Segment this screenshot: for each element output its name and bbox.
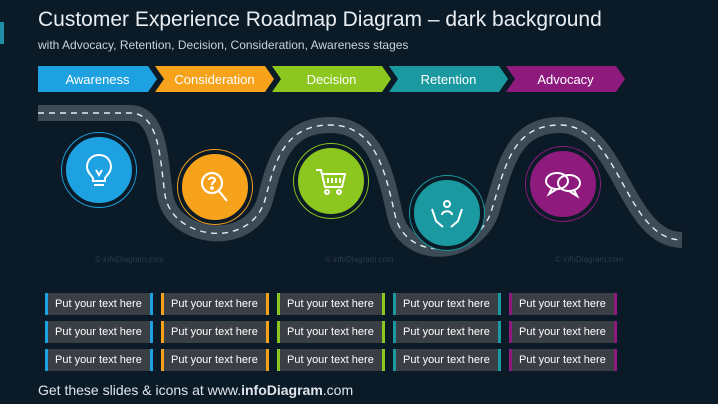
page-title: Customer Experience Roadmap Diagram – da… (38, 8, 602, 31)
cell-accent (382, 321, 385, 343)
cell-accent (509, 321, 512, 343)
text-cell[interactable]: Put your text here (45, 321, 153, 343)
cell-text: Put your text here (171, 354, 258, 366)
cell-text: Put your text here (171, 298, 258, 310)
cell-accent (266, 293, 269, 315)
advocacy-circle (526, 147, 600, 221)
text-cell[interactable]: Put your text here (277, 321, 385, 343)
cell-accent (509, 349, 512, 371)
cell-accent (382, 349, 385, 371)
title-accent-bar (0, 22, 4, 44)
text-cell[interactable]: Put your text here (509, 321, 617, 343)
cell-accent (393, 293, 396, 315)
magnifier-question-icon (195, 167, 235, 207)
text-cell[interactable]: Put your text here (161, 293, 269, 315)
cell-accent (498, 321, 501, 343)
stage-label: Awareness (65, 71, 130, 87)
watermark: © infoDiagram.com (95, 255, 164, 264)
footer: Get these slides & icons at www.infoDiag… (38, 382, 353, 398)
decision-circle (294, 144, 368, 218)
cell-accent (45, 321, 48, 343)
cell-accent (614, 293, 617, 315)
cell-text: Put your text here (287, 326, 374, 338)
cell-accent (498, 349, 501, 371)
stage-retention: Retention (389, 66, 508, 92)
cell-text: Put your text here (287, 354, 374, 366)
cell-accent (614, 321, 617, 343)
cell-accent (161, 321, 164, 343)
cell-accent (382, 293, 385, 315)
cell-text: Put your text here (403, 298, 490, 310)
cell-text: Put your text here (55, 326, 142, 338)
consideration-circle (178, 150, 252, 224)
page-subtitle: with Advocacy, Retention, Decision, Cons… (38, 38, 409, 52)
cell-text: Put your text here (171, 326, 258, 338)
cell-accent (150, 321, 153, 343)
text-cell[interactable]: Put your text here (277, 293, 385, 315)
text-cell[interactable]: Put your text here (393, 349, 501, 371)
watermark: © infoDiagram.com (325, 255, 394, 264)
cell-accent (498, 293, 501, 315)
cell-accent (393, 349, 396, 371)
text-cell[interactable]: Put your text here (45, 349, 153, 371)
text-cell[interactable]: Put your text here (161, 321, 269, 343)
cell-accent (45, 349, 48, 371)
cell-accent (45, 293, 48, 315)
shopping-cart-icon (311, 161, 351, 201)
text-cell[interactable]: Put your text here (161, 349, 269, 371)
cell-accent (509, 293, 512, 315)
footer-suffix: .com (322, 382, 354, 398)
footer-brand[interactable]: infoDiagram (241, 382, 323, 398)
cell-accent (150, 293, 153, 315)
retention-circle (410, 176, 484, 250)
watermark: © infoDiagram.com (555, 255, 624, 264)
cell-accent (277, 293, 280, 315)
cell-accent (277, 349, 280, 371)
stage-label: Retention (420, 71, 477, 87)
lightbulb-icon (79, 150, 119, 190)
cell-text: Put your text here (519, 354, 606, 366)
text-cell[interactable]: Put your text here (277, 349, 385, 371)
cell-text: Put your text here (403, 326, 490, 338)
cell-accent (161, 293, 164, 315)
stage-label: Consideration (174, 71, 255, 87)
cell-accent (266, 321, 269, 343)
cell-accent (266, 349, 269, 371)
text-cell[interactable]: Put your text here (45, 293, 153, 315)
text-cell[interactable]: Put your text here (509, 293, 617, 315)
awareness-circle (62, 133, 136, 207)
cell-accent (161, 349, 164, 371)
stage-awareness: Awareness (38, 66, 157, 92)
cell-text: Put your text here (287, 298, 374, 310)
cell-accent (277, 321, 280, 343)
hands-person-icon (427, 193, 467, 233)
stage-label: Advocacy (537, 71, 594, 87)
stage-label: Decision (306, 71, 357, 87)
text-cell[interactable]: Put your text here (509, 349, 617, 371)
cell-accent (614, 349, 617, 371)
stage-advocacy: Advocacy (506, 66, 625, 92)
cell-text: Put your text here (55, 354, 142, 366)
stage-decision: Decision (272, 66, 391, 92)
text-cell[interactable]: Put your text here (393, 321, 501, 343)
speech-bubbles-icon (542, 164, 584, 204)
cell-text: Put your text here (519, 298, 606, 310)
cell-accent (393, 321, 396, 343)
footer-prefix: Get these slides & icons at www. (38, 382, 242, 398)
stage-consideration: Consideration (155, 66, 274, 92)
cell-text: Put your text here (519, 326, 606, 338)
cell-text: Put your text here (55, 298, 142, 310)
text-cell[interactable]: Put your text here (393, 293, 501, 315)
cell-text: Put your text here (403, 354, 490, 366)
cell-accent (150, 349, 153, 371)
